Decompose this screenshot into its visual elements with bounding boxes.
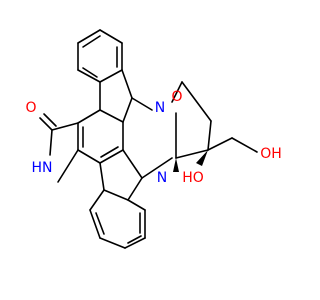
bond — [124, 237, 146, 249]
bond — [77, 29, 101, 44]
bond — [99, 237, 126, 249]
hydroxymethyl-label: OH — [260, 146, 282, 162]
bond — [121, 69, 133, 99]
bond — [141, 157, 173, 179]
bond — [171, 81, 183, 103]
bond — [39, 117, 53, 131]
bond — [95, 212, 105, 235]
bond — [103, 189, 129, 201]
bond — [49, 129, 53, 156]
structure-diagram: O HN N N O HO OH — [25, 29, 282, 249]
hydroxy-label: HO — [182, 170, 204, 186]
bond — [127, 235, 142, 244]
bond-network — [39, 29, 258, 249]
bond — [175, 149, 209, 159]
bond — [127, 177, 143, 201]
upper-nitrogen-label: N — [155, 100, 165, 116]
bond — [99, 149, 124, 164]
bond — [181, 81, 212, 122]
bond — [77, 109, 101, 124]
bond — [82, 67, 98, 78]
lower-nitrogen-label: N — [157, 170, 167, 186]
bond — [122, 149, 143, 179]
bond — [89, 189, 105, 211]
bond — [57, 149, 79, 183]
bond — [99, 69, 123, 83]
wedge-bond — [196, 150, 208, 166]
bond — [43, 113, 57, 127]
bond — [231, 137, 258, 153]
bond — [82, 35, 101, 48]
bridge-oxygen-label: O — [171, 89, 182, 105]
lactam-nh-label: HN — [32, 160, 53, 176]
wedge-bond — [173, 158, 179, 172]
bond — [207, 120, 212, 151]
oxo-oxygen-label: O — [25, 100, 36, 116]
bond — [77, 69, 101, 83]
bond — [122, 97, 133, 123]
bond — [99, 162, 105, 191]
bond — [51, 122, 79, 131]
bond — [207, 137, 233, 151]
bond — [99, 29, 123, 44]
bond — [131, 97, 153, 111]
bond — [99, 109, 124, 123]
bond — [77, 149, 101, 164]
molecule-canvas: O HN N N O HO OH — [25, 29, 282, 249]
bond — [100, 146, 119, 158]
bond — [89, 209, 101, 239]
bond — [127, 199, 146, 211]
